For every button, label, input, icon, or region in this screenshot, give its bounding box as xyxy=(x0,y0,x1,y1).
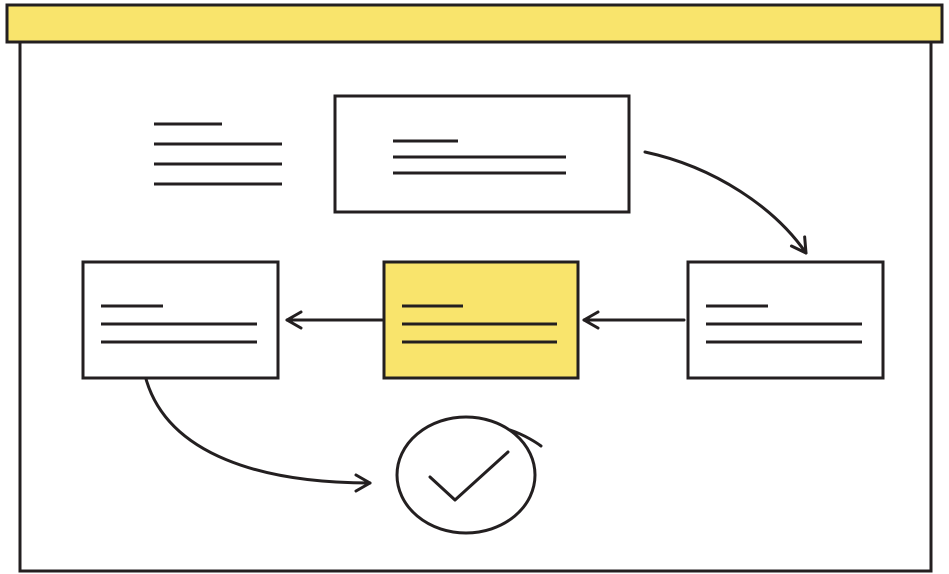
check-circle-icon xyxy=(395,415,543,535)
board-header-bar xyxy=(5,3,944,44)
arrow-start-to-right xyxy=(643,150,808,255)
arrow-left-to-done xyxy=(144,377,372,493)
right-step-box xyxy=(686,260,885,380)
left-step-box xyxy=(81,260,280,380)
start-step-box xyxy=(333,94,631,214)
note-text-block xyxy=(154,122,282,186)
highlighted-step-box xyxy=(382,260,580,380)
